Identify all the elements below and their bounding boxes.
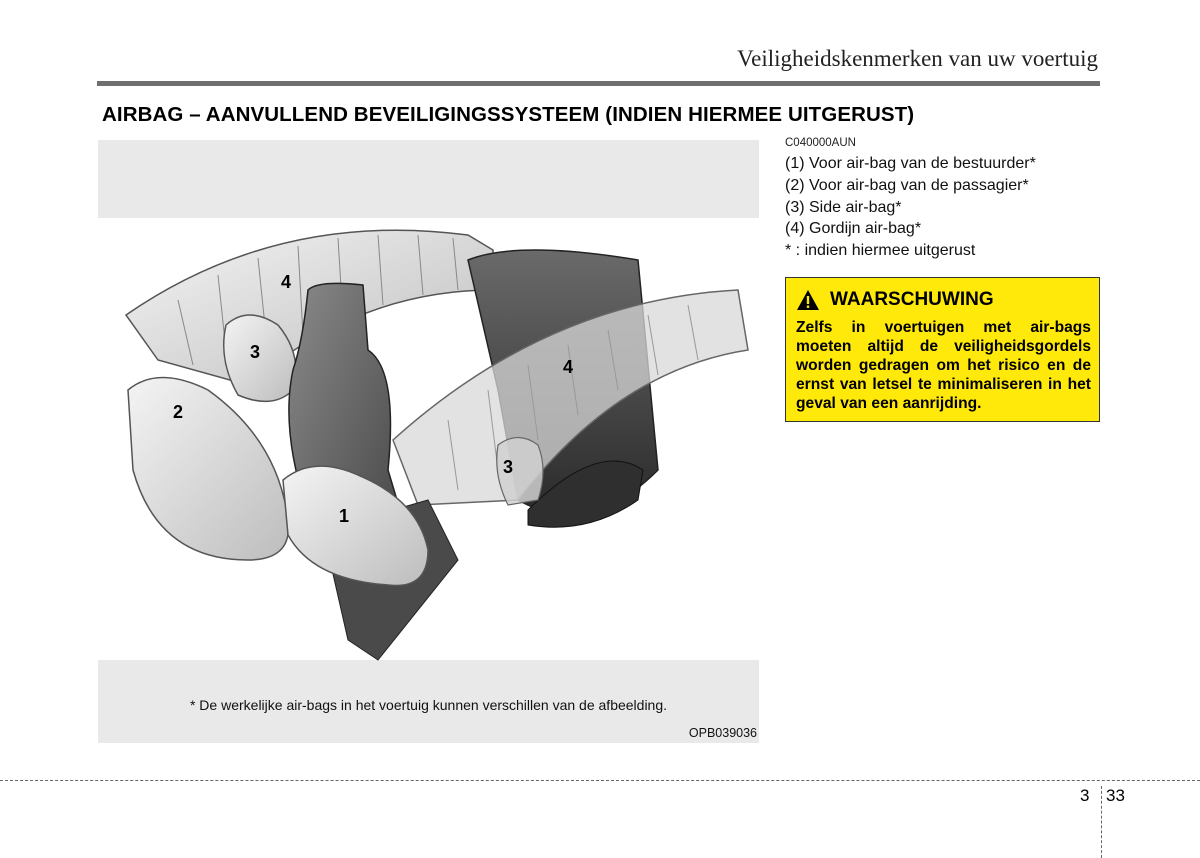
page-divider — [1101, 786, 1102, 858]
callout-4-left: 4 — [281, 272, 291, 292]
warning-header: WAARSCHUWING — [796, 289, 994, 311]
footer-rule — [0, 780, 1200, 781]
warning-triangle-icon — [797, 290, 819, 310]
warning-box: WAARSCHUWING Zelfs in voertuigen met air… — [785, 277, 1100, 422]
passenger-front-airbag — [127, 376, 290, 561]
legend-item: (2) Voor air-bag van de passagier* — [785, 176, 1029, 194]
running-header: Veiligheidskenmerken van uw voertuig — [737, 46, 1098, 71]
legend-item: * : indien hiermee uitgerust — [785, 242, 976, 260]
callout-3-left: 3 — [250, 342, 260, 362]
figure-caption: * De werkelijke air-bags in het voertuig… — [189, 697, 668, 713]
page-number: 33 — [1106, 786, 1125, 805]
warning-title: WAARSCHUWING — [830, 289, 994, 310]
legend-item: (3) Side air-bag* — [785, 198, 902, 216]
airbag-figure: 4 3 2 1 4 3 * De werkelijke air-bags in … — [98, 140, 759, 801]
callout-1: 1 — [339, 506, 349, 526]
figure-code: OPB039036 — [688, 726, 757, 740]
warning-text: Zelfs in voertuigen met air-bags moeten … — [796, 319, 1091, 412]
legend-column: C040000AUN (1) Voor air-bag van de bestu… — [785, 137, 1105, 262]
callout-3-right: 3 — [503, 457, 513, 477]
legend-item: (1) Voor air-bag van de bestuurder* — [785, 155, 1036, 172]
side-airbag-right — [496, 436, 544, 506]
callout-4-right: 4 — [563, 357, 573, 377]
legend-item: (4) Gordijn air-bag* — [785, 220, 922, 238]
section-title: AIRBAG – AANVULLEND BEVEILIGINGSSYSTEEM … — [102, 103, 915, 126]
driver-front-airbag — [282, 465, 429, 587]
airbag-illustration: 4 3 2 1 4 3 — [124, 229, 749, 661]
curtain-airbag-right — [392, 289, 749, 506]
chapter-number: 3 — [1080, 786, 1090, 805]
callout-2: 2 — [173, 402, 183, 422]
reference-code: C040000AUN — [785, 137, 856, 149]
legend-list: (1) Voor air-bag van de bestuurder* (2) … — [785, 153, 1105, 262]
header-rule — [97, 81, 1100, 86]
